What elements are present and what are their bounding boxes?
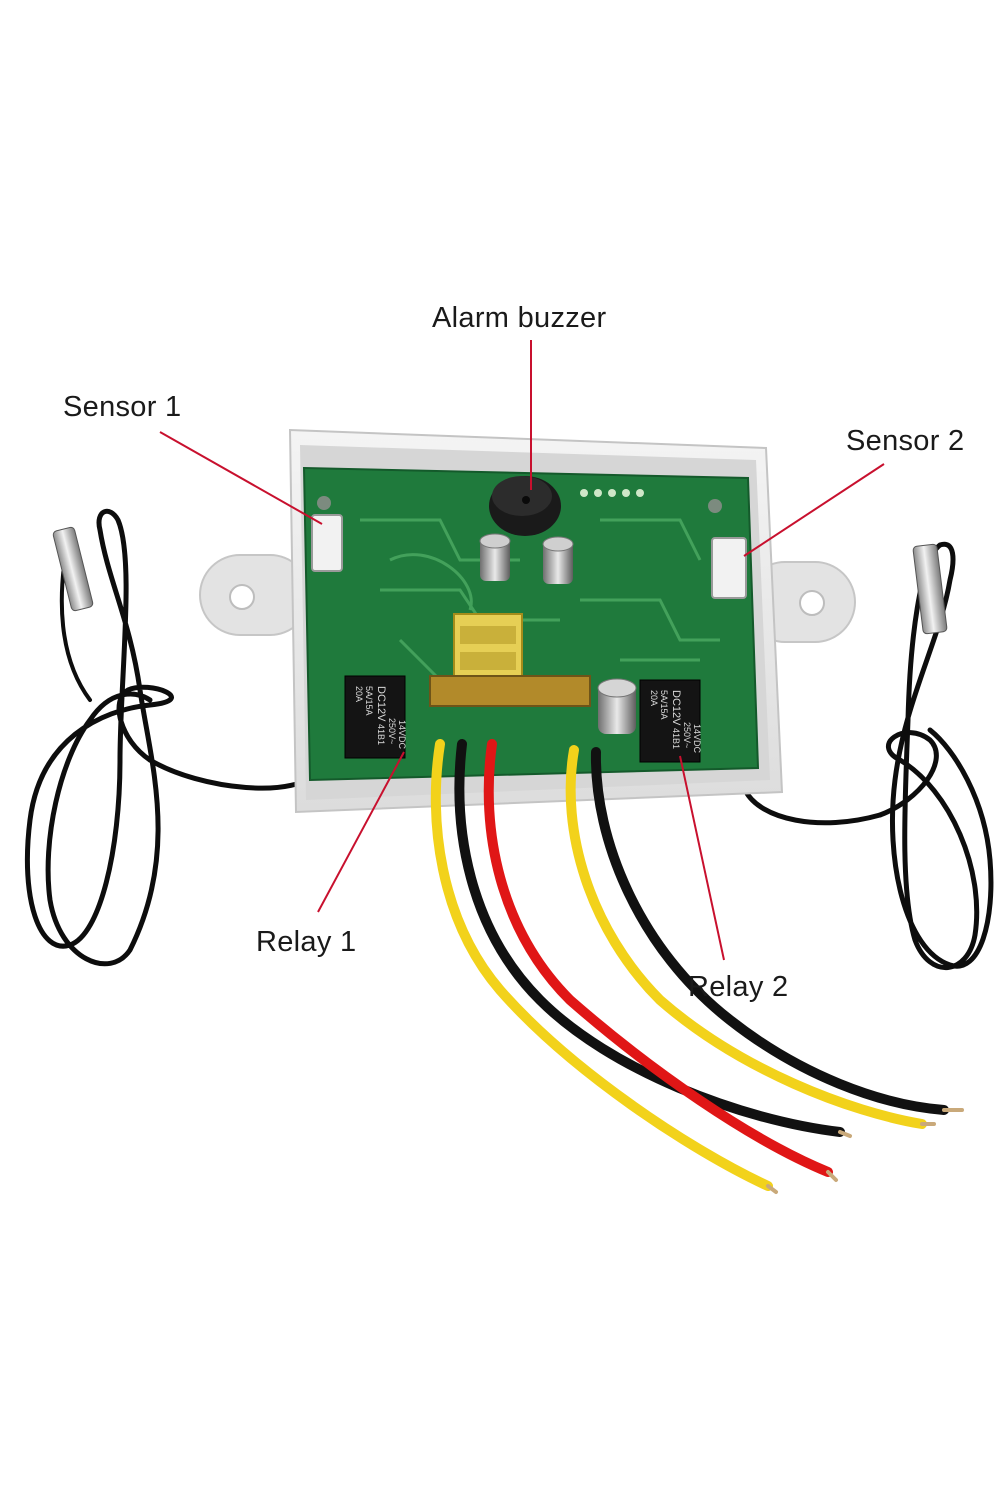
pointer-relay-1 — [317, 751, 405, 913]
wire-black-left — [454, 739, 845, 1137]
label-sensor-1: Sensor 1 — [63, 391, 182, 423]
label-sensor-2: Sensor 2 — [846, 425, 965, 457]
lead-wires — [430, 739, 949, 1191]
label-relay-1: Relay 1 — [256, 926, 357, 958]
label-relay-2: Relay 2 — [688, 971, 789, 1003]
relay-2-marking: 250V~ — [682, 722, 692, 748]
callout-pointers — [159, 340, 885, 961]
transformer — [429, 613, 591, 707]
relay-1: 20A 5A/15A DC12V 250V~ 41B1 14VDC — [344, 675, 407, 759]
pointer-sensor-2 — [743, 463, 885, 557]
relay-1-marking: 250V~ — [387, 718, 397, 744]
pointer-relay-2 — [679, 755, 725, 961]
relay-1-marking: 41B1 — [376, 724, 386, 745]
relay-2-marking: 5A/15A — [659, 690, 669, 720]
pointer-sensor-1 — [159, 431, 323, 525]
wire-black-right — [590, 747, 949, 1115]
wire-yellow-left — [430, 739, 773, 1191]
relay-2-marking: 20A — [649, 690, 659, 706]
sensor-2-probe — [912, 543, 948, 635]
sensor-1-connector — [311, 514, 343, 572]
wire-red — [483, 739, 833, 1177]
relay-1-marking: 14VDC — [397, 720, 407, 750]
relay-2-marking: 41B1 — [671, 728, 681, 749]
relay-2-marking: 14VDC — [692, 724, 702, 754]
relay-1-marking: 20A — [354, 686, 364, 702]
relay-2: 20A 5A/15A DC12V 250V~ 41B1 14VDC — [639, 679, 702, 763]
sensor-1-probe — [52, 526, 94, 612]
sensor-2-connector — [711, 537, 747, 599]
relay-1-marking: DC12V — [375, 686, 387, 722]
relay-1-marking: 5A/15A — [364, 686, 374, 716]
label-alarm-buzzer: Alarm buzzer — [432, 302, 607, 334]
alarm-buzzer — [489, 476, 561, 536]
relay-2-marking: DC12V — [670, 690, 682, 726]
wire-tips — [766, 1108, 964, 1194]
wire-yellow-right — [565, 745, 927, 1129]
capacitors — [479, 533, 637, 734]
